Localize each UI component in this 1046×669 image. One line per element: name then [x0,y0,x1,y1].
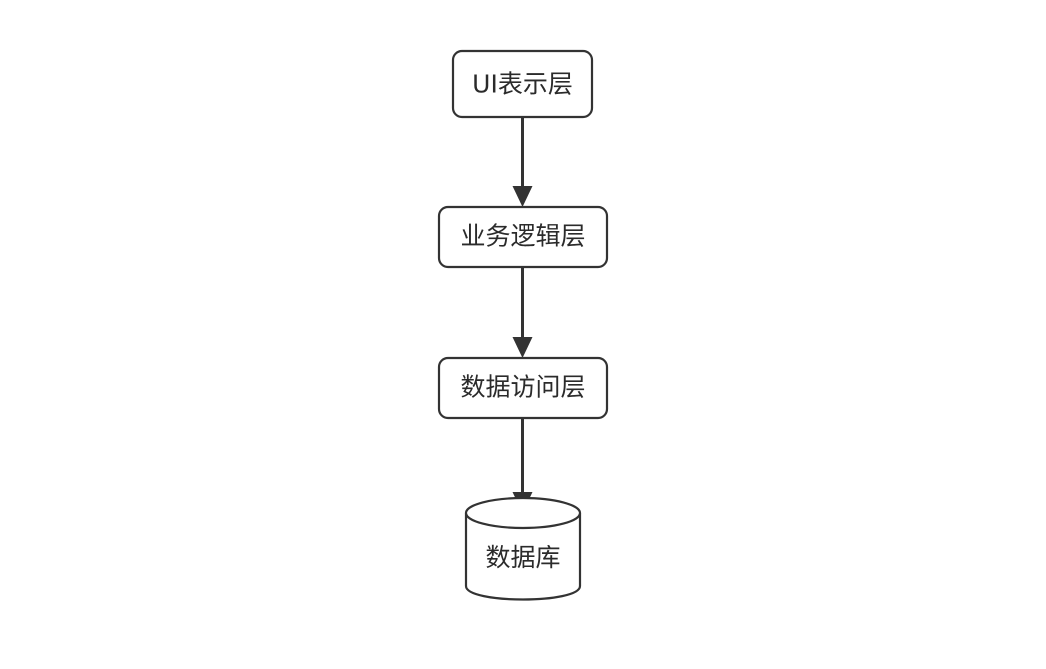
edge-business-to-dao [512,267,533,358]
node-data-access-layer-shape[interactable] [437,356,609,420]
node-business-logic-layer-label: 业务逻辑层 [460,222,585,251]
edge-ui-to-business-arrowhead [512,186,533,207]
node-data-access-layer[interactable]: 数据访问层 [437,356,609,420]
edge-ui-to-business [512,117,533,207]
node-ui-presentation-layer[interactable]: UI表示层 [451,49,594,119]
node-ui-presentation-layer-label: UI表示层 [472,70,573,99]
node-database-body[interactable] [464,511,582,601]
edge-business-to-dao-arrowhead [512,337,533,358]
node-database[interactable]: 数据库 [464,496,582,601]
node-business-logic-layer[interactable]: 业务逻辑层 [437,205,609,269]
node-database-top-ellipse[interactable] [464,496,582,530]
node-ui-presentation-layer-shape[interactable] [451,49,594,119]
node-data-access-layer-label: 数据访问层 [460,373,585,402]
node-database-label: 数据库 [485,543,560,572]
node-business-logic-layer-shape[interactable] [437,205,609,269]
